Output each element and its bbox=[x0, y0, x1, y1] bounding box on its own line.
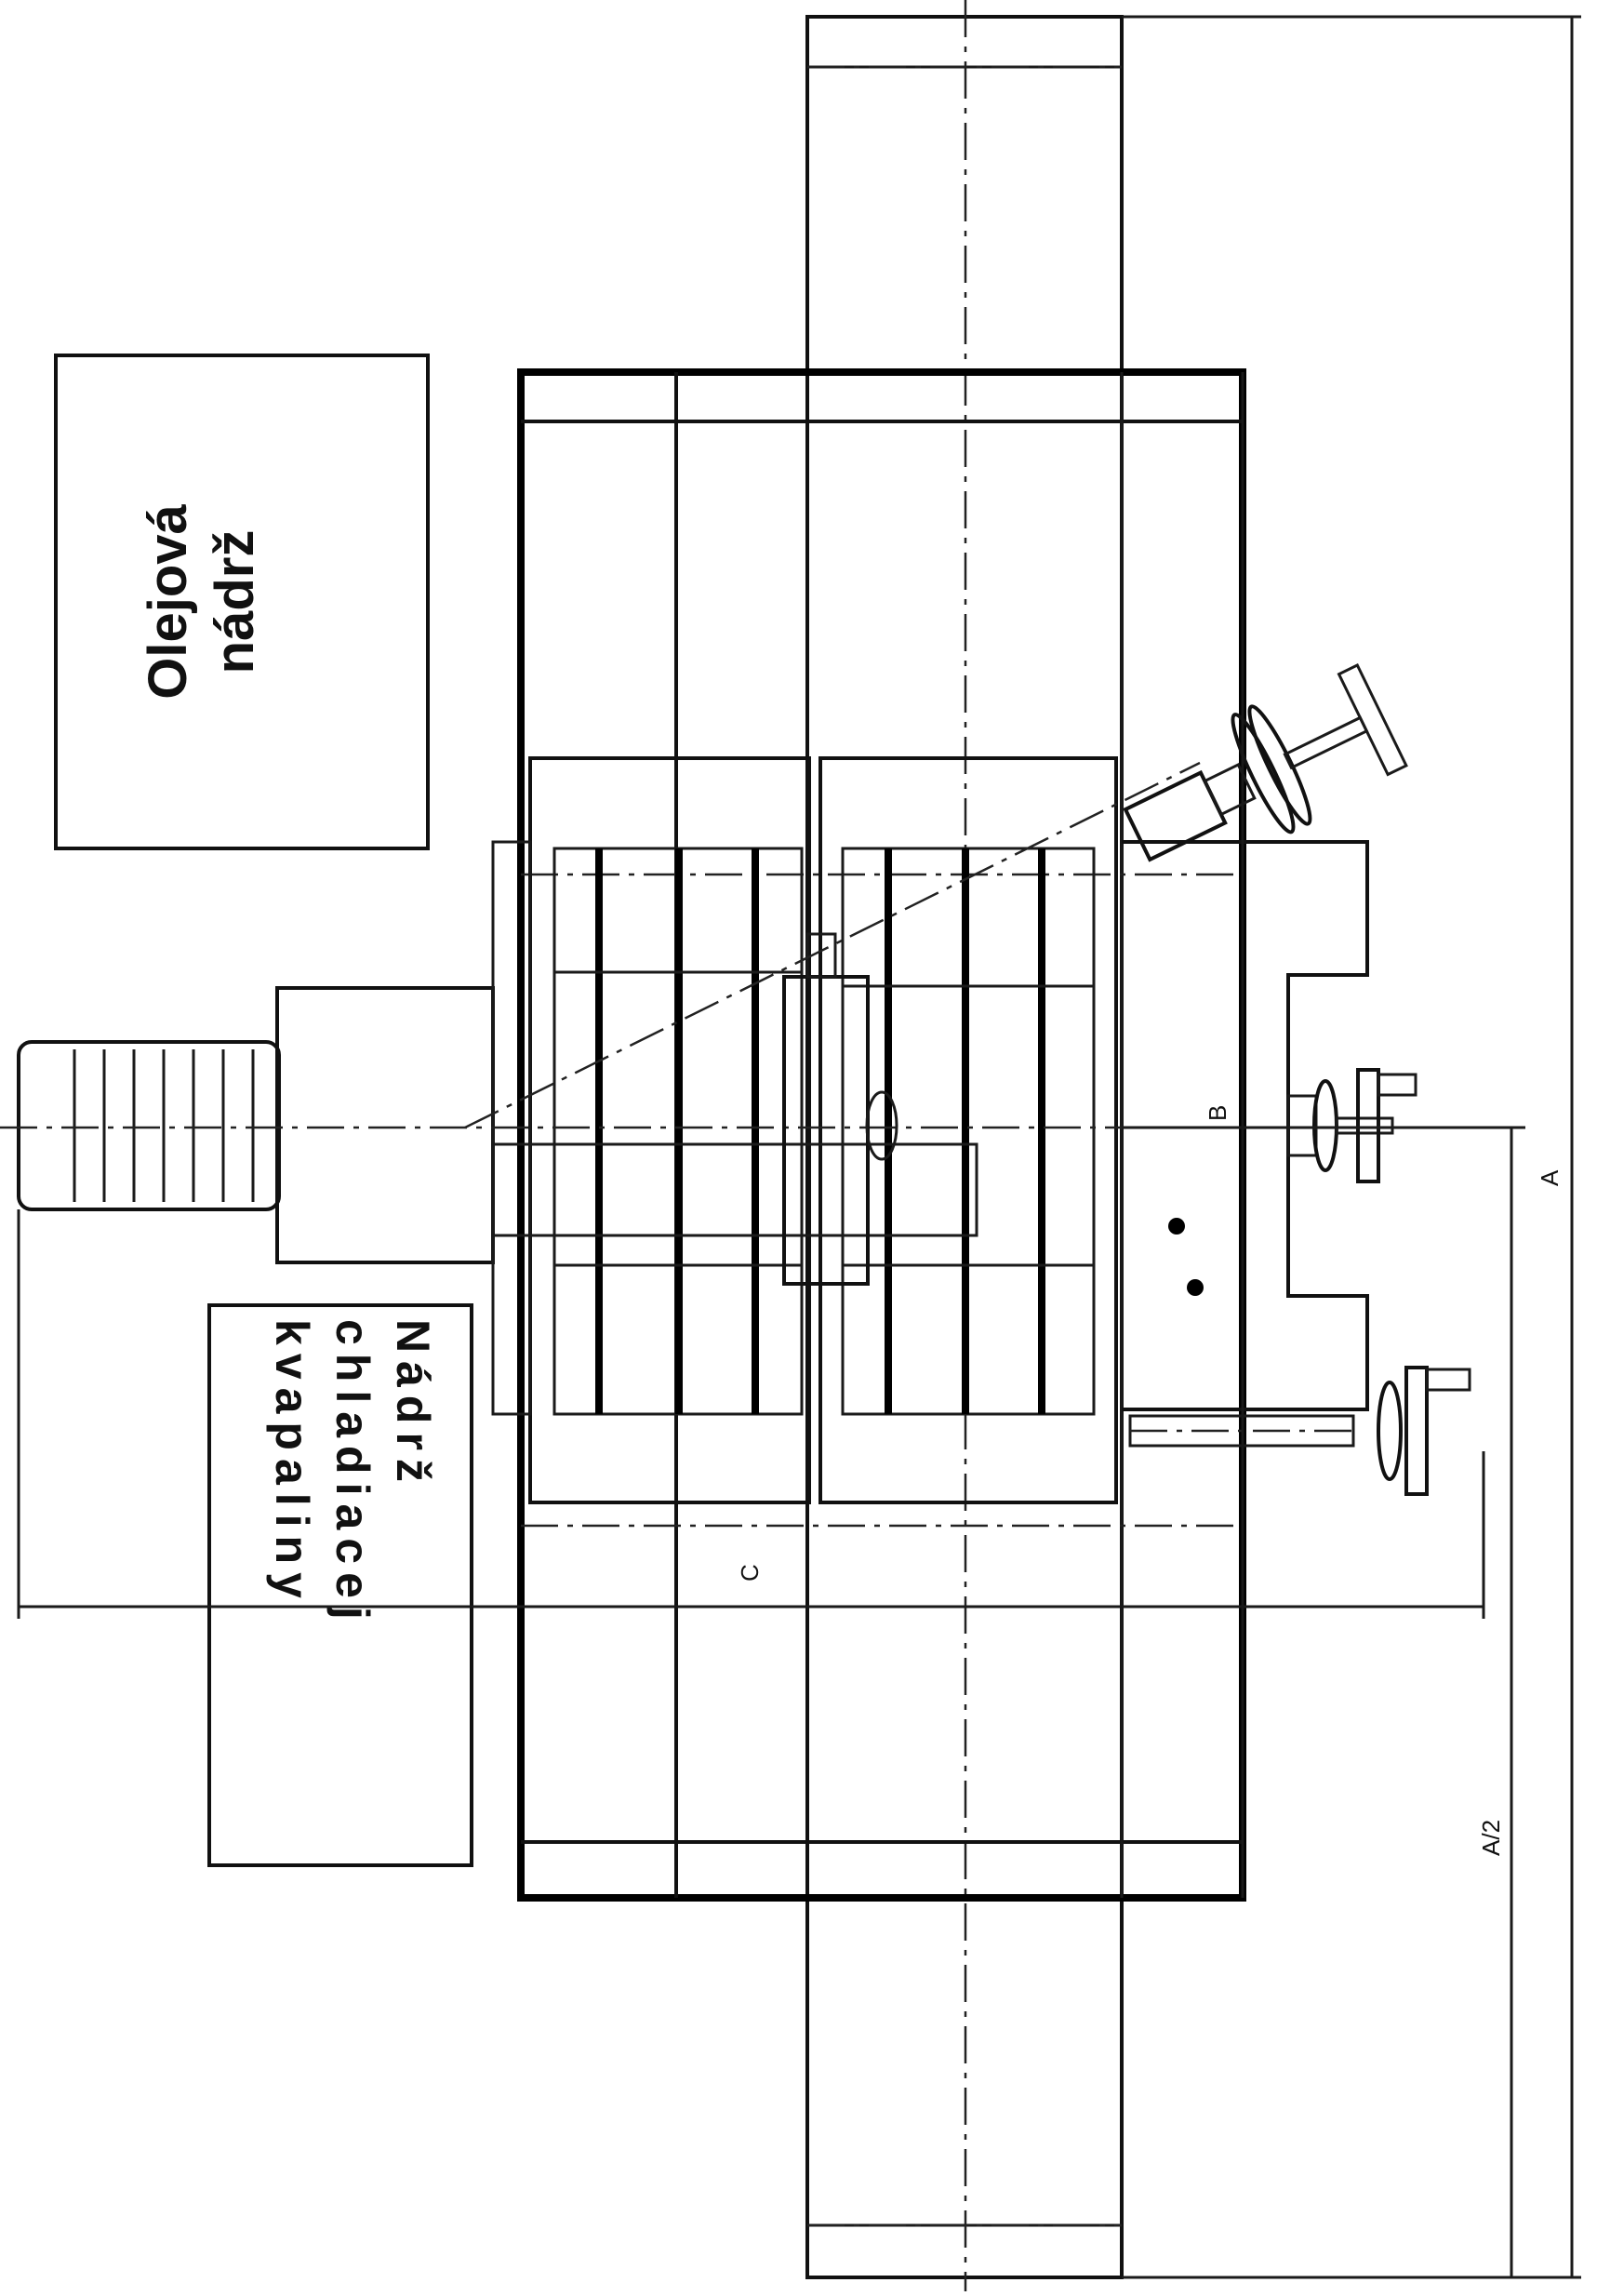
coolant-tank-box bbox=[207, 1303, 473, 1867]
work-table-left bbox=[528, 756, 811, 1504]
angled-handwheel bbox=[1123, 663, 1408, 862]
dimension-a-label: A bbox=[1536, 1169, 1564, 1186]
bottom-handwheel bbox=[1377, 1366, 1471, 1496]
coolant-tank-label-line2: chladiacej bbox=[326, 1319, 379, 1628]
dimension-a-half-label: A/2 bbox=[1477, 1820, 1505, 1856]
middle-handwheel bbox=[1286, 1068, 1417, 1183]
indicator-dot-1 bbox=[1168, 1218, 1185, 1235]
oil-tank-label-line2: nádrž bbox=[205, 530, 265, 674]
dimension-a bbox=[1122, 15, 1581, 2279]
dimension-c bbox=[17, 1209, 1485, 1619]
coolant-tank-label-line3: kvapaliny bbox=[266, 1319, 318, 1607]
machine-base bbox=[517, 368, 1246, 1902]
oil-tank-label-line1: Olejová bbox=[138, 503, 198, 699]
spindle-head bbox=[464, 761, 1201, 1286]
indicator-dot-2 bbox=[1187, 1279, 1204, 1296]
work-table-right bbox=[818, 756, 1118, 1504]
oil-tank-box bbox=[54, 354, 430, 850]
dimension-b-label: B bbox=[1204, 1105, 1231, 1121]
coolant-tank-label-line1: Nádrž bbox=[387, 1319, 439, 1490]
dimension-c-label: C bbox=[736, 1564, 764, 1582]
dimension-a-half bbox=[1122, 1126, 1525, 2277]
